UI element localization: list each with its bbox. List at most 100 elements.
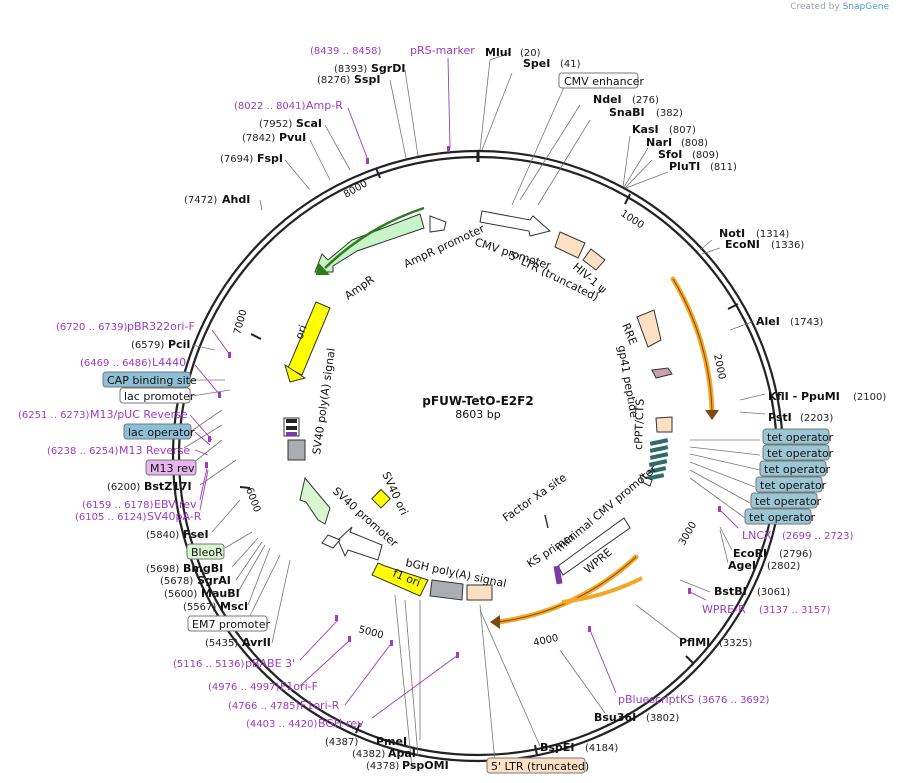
tet-operator-label-4[interactable]: tet operator xyxy=(760,479,827,492)
site-noti-name[interactable]: NotI xyxy=(719,227,745,240)
f1-ori-arrow xyxy=(371,562,429,597)
ltr-bottom-box xyxy=(486,757,586,774)
site-kfli-name[interactable]: KflI - PpuMI xyxy=(768,390,840,403)
primer-f1orir-name[interactable]: F1ori-R xyxy=(300,699,340,712)
site-apai-pos: (4382) xyxy=(352,749,385,760)
site-fsei-name[interactable]: FseI xyxy=(183,528,209,541)
tet-operator-label-2[interactable]: tet operator xyxy=(767,447,834,460)
primer-prs-pos: (8439 .. 8458) xyxy=(310,46,382,57)
m13-rev-box xyxy=(145,459,197,476)
bleor-label[interactable]: BleoR xyxy=(191,546,223,559)
inner-bar-1 xyxy=(286,419,297,423)
primer-bgh-name[interactable]: BGH-rev xyxy=(318,717,364,730)
site-pspomi-name[interactable]: PspOMI xyxy=(402,759,449,772)
site-apai-name[interactable]: ApaI xyxy=(388,747,416,760)
sv40-polya-label: SV40 poly(A) signal xyxy=(310,347,338,455)
boxed-labels: CMV enhancer CAP binding site lac promot… xyxy=(102,72,834,774)
site-snabi-name[interactable]: SnaBI xyxy=(609,106,645,119)
site-kasi-name[interactable]: KasI xyxy=(632,123,659,136)
site-psti-name[interactable]: PstI xyxy=(768,411,792,424)
em7-box xyxy=(187,615,268,632)
cap-binding-label[interactable]: CAP binding site xyxy=(107,374,197,387)
primer-sv40pa-name[interactable]: SV40pA-R xyxy=(147,510,202,523)
primer-pbr-name[interactable]: pBR322ori-F xyxy=(127,320,195,333)
cmv-enhancer-label[interactable]: CMV enhancer xyxy=(564,75,644,88)
tet-operator-label-6[interactable]: tet operator xyxy=(749,511,816,524)
orange-arc-upper xyxy=(670,276,715,415)
site-ndei-pos: (276) xyxy=(632,95,659,106)
primer-l4440-name[interactable]: L4440 xyxy=(152,356,186,369)
primer-m13puc-name[interactable]: M13/pUC Reverse xyxy=(90,408,188,421)
ks-primer-mark xyxy=(553,565,563,585)
lac-promoter-label[interactable]: lac promoter xyxy=(124,390,195,403)
sv40-ori-box xyxy=(371,488,391,509)
site-mlui-pos: (20) xyxy=(520,48,541,59)
site-spei-name[interactable]: SpeI xyxy=(523,57,550,70)
primer-ebv-pos: (6159 .. 6178) xyxy=(82,500,154,511)
site-pmei-name[interactable]: PmeI xyxy=(376,735,407,748)
site-pvui-name[interactable]: PvuI xyxy=(279,131,306,144)
site-ahdi-name[interactable]: AhdI xyxy=(222,193,250,206)
primer-ebv-name[interactable]: EBV-rev xyxy=(154,498,197,511)
site-fspi-name[interactable]: FspI xyxy=(257,152,283,165)
site-mlui-name[interactable]: MluI xyxy=(485,46,512,59)
site-sspi-pos: (8276) xyxy=(317,75,350,86)
primer-ampr-name[interactable]: Amp-R xyxy=(306,99,343,112)
site-sgrai-name[interactable]: SgrAI xyxy=(197,574,231,587)
site-alei-name[interactable]: AleI xyxy=(756,315,780,328)
site-spei-pos: (41) xyxy=(560,59,581,70)
site-bsu36i-name[interactable]: Bsu36I xyxy=(594,711,636,724)
primer-m13puc-pos: (6251 .. 6273) xyxy=(18,410,90,421)
primer-lncx-name[interactable]: LNCX xyxy=(742,529,772,542)
site-sfoi-name[interactable]: SfoI xyxy=(658,148,682,161)
tet-operator-label-3[interactable]: tet operator xyxy=(764,463,831,476)
site-bsu36i-pos: (3802) xyxy=(646,713,679,724)
site-pflmi-name[interactable]: PflMI xyxy=(679,636,710,649)
site-bspei-name[interactable]: BspEI xyxy=(540,741,574,754)
site-scai-name[interactable]: ScaI xyxy=(296,117,322,130)
site-pcii-name[interactable]: PciI xyxy=(168,338,190,351)
tet-operator-label-5[interactable]: tet operator xyxy=(755,495,822,508)
primer-labels: (8439 .. 8458) pRS-marker (8022 .. 8041)… xyxy=(18,44,854,730)
site-scai-pos: (7952) xyxy=(259,119,292,130)
site-msci-name[interactable]: MscI xyxy=(220,600,248,613)
primer-f1orif-name[interactable]: F1ori-F xyxy=(280,680,318,693)
site-fsei-pos: (5840) xyxy=(146,530,179,541)
site-pluti-pos: (811) xyxy=(710,162,737,173)
site-pluti-name[interactable]: PluTI xyxy=(669,160,700,173)
site-ndei-name[interactable]: NdeI xyxy=(593,93,622,106)
hiv-psi-box xyxy=(582,248,606,271)
cppt-box xyxy=(655,416,673,433)
ltr-bottom-label[interactable]: 5' LTR (truncated) xyxy=(491,760,589,773)
site-avrii-name[interactable]: AvrII xyxy=(242,636,271,649)
lac-operator-label[interactable]: lac operator xyxy=(128,426,195,439)
primer-pbabe-name[interactable]: pBABE 3' xyxy=(245,657,295,670)
primer-lines xyxy=(189,57,739,719)
bgh-polya-box xyxy=(466,584,493,601)
site-kfli-pos: (2100) xyxy=(853,392,886,403)
site-econi-name[interactable]: EcoNI xyxy=(725,238,760,251)
site-sgrdi-name[interactable]: SgrDI xyxy=(371,62,405,75)
site-kasi-pos: (807) xyxy=(669,125,696,136)
tet-operator-label-1[interactable]: tet operator xyxy=(767,431,834,444)
site-maubi-name[interactable]: MauBI xyxy=(201,587,240,600)
m13-rev-label[interactable]: M13 rev xyxy=(150,462,195,475)
ltr-inner-box xyxy=(554,231,586,259)
site-bmgbi-name[interactable]: BmgBI xyxy=(183,562,223,575)
orange-arc-upper-head xyxy=(705,410,719,420)
site-ecori-name[interactable]: EcoRI xyxy=(733,547,767,560)
site-bstz17i-name[interactable]: BstZ17I xyxy=(144,480,192,493)
primer-wpre-name[interactable]: WPRE-R xyxy=(702,603,746,616)
leader-lines xyxy=(183,52,766,769)
site-nari-name[interactable]: NarI xyxy=(646,136,672,149)
em7-label[interactable]: EM7 promoter xyxy=(192,618,270,631)
primer-prs-name[interactable]: pRS-marker xyxy=(410,44,475,57)
sv40-promoter-arrow xyxy=(337,526,383,561)
primer-m13rev-name[interactable]: M13 Reverse xyxy=(119,444,190,457)
site-bstbi-name[interactable]: BstBI xyxy=(714,585,747,598)
site-avrii-pos: (5435) xyxy=(205,638,238,649)
site-sspi-name[interactable]: SspI xyxy=(354,73,380,86)
lac-promoter-box xyxy=(119,387,191,404)
primer-pbks-name[interactable]: pBluescriptKS xyxy=(618,693,694,706)
site-agei-name[interactable]: AgeI xyxy=(728,559,756,572)
